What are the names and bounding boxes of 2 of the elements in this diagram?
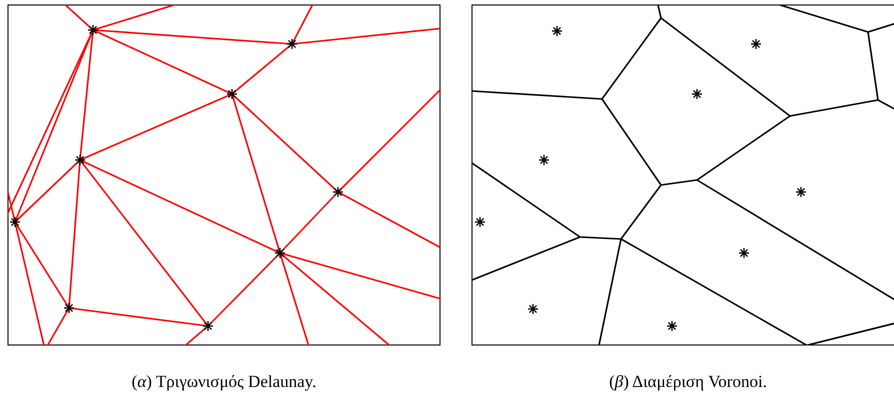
- figure-caption: (β) Διαμέριση Voronoi.: [609, 372, 767, 392]
- figure-caption: (α) Τριγωνισμός Delaunay.: [132, 372, 316, 392]
